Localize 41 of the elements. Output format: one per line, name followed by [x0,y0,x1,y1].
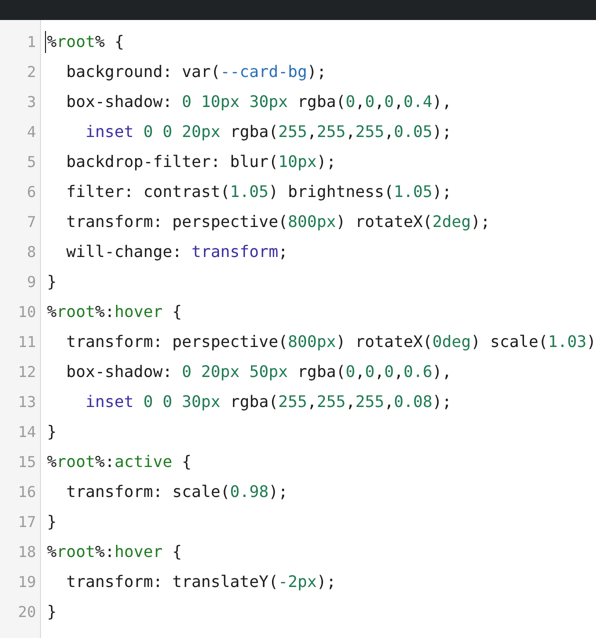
line-number: 17 [16,512,36,532]
line-number: 13 [16,392,36,412]
window-top-bar [0,0,596,20]
line-number: 3 [26,92,36,112]
code-line: will-change: transform; [66,242,288,262]
code-line: inset 0 0 20px rgba(255,255,255,0.05); [86,122,452,142]
line-number: 20 [16,602,36,622]
code-line: transform: translateY(-2px); [66,572,336,592]
code-line: %root%:active { [47,452,192,472]
code-line: transform: scale(0.98); [66,482,288,502]
code-line: %root% { [47,32,124,52]
code-line: transform: perspective(800px) rotateX(0deg) scale(1.03) [66,332,596,352]
line-number: 15 [16,452,36,472]
line-number: 11 [16,332,36,352]
code-line: filter: contrast(1.05) brightness(1.05); [66,182,452,202]
line-number: 9 [26,272,36,292]
line-number: 12 [16,362,36,382]
code-line: } [47,272,57,292]
line-number: 1 [26,32,36,52]
code-line: background: var(--card-bg); [66,62,326,82]
line-number: 16 [16,482,36,502]
line-number: 10 [16,302,36,322]
line-number: 2 [26,62,36,82]
line-number: 18 [16,542,36,562]
line-number: 14 [16,422,36,442]
code-line: %root%:hover { [47,542,182,562]
line-number: 6 [26,182,36,202]
code-line: transform: perspective(800px) rotateX(2deg); [66,212,490,232]
code-line: } [47,602,57,622]
line-number: 19 [16,572,36,592]
line-number: 4 [26,122,36,142]
code-line: backdrop-filter: blur(10px); [66,152,336,172]
code-line: box-shadow: 0 10px 30px rgba(0,0,0,0.4), [66,92,452,112]
code-line: inset 0 0 30px rgba(255,255,255,0.08); [86,392,452,412]
code-line: box-shadow: 0 20px 50px rgba(0,0,0,0.6), [66,362,452,382]
code-line: } [47,512,57,532]
line-number: 8 [26,242,36,262]
code-line: %root%:hover { [47,302,182,322]
code-line: } [47,422,57,442]
line-number: 7 [26,212,36,232]
line-number: 5 [26,152,36,172]
